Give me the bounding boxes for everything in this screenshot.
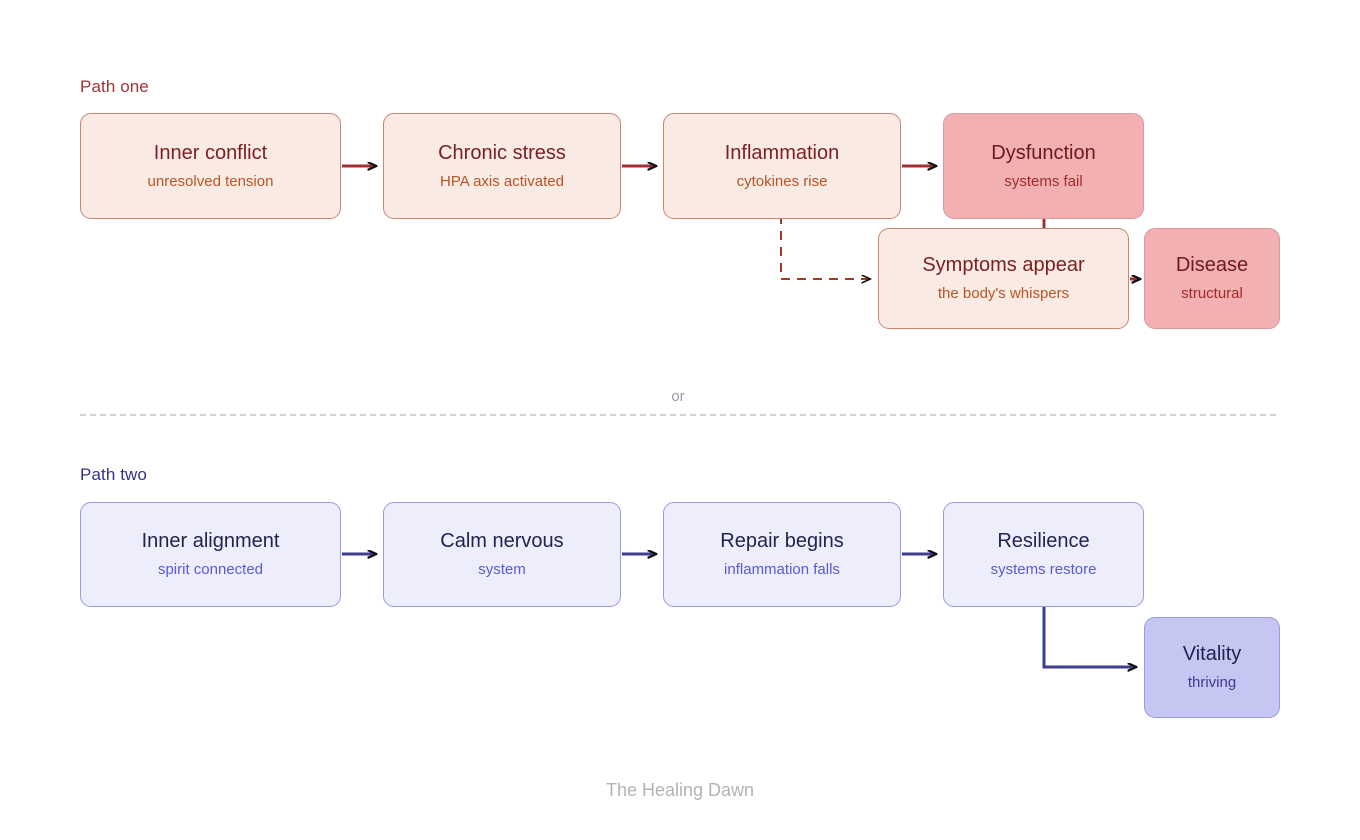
node-subtitle: HPA axis activated [440, 172, 564, 190]
node-subtitle: spirit connected [157, 561, 264, 578]
divider-line [80, 414, 1276, 416]
node-symptoms-appear[interactable]: Symptoms appear the body's whispers [878, 228, 1129, 329]
or-divider: or [80, 388, 1276, 416]
node-title: Dysfunction [991, 141, 1096, 164]
node-inner-conflict[interactable]: Inner conflict unresolved tension [80, 113, 341, 219]
node-subtitle: unresolved tension [147, 172, 274, 190]
node-title: Disease [1175, 254, 1249, 276]
node-subtitle: inflammation falls [724, 561, 840, 578]
node-repair-begins[interactable]: Repair begins inflammation falls [663, 502, 901, 607]
node-title: Symptoms appear [922, 254, 1085, 276]
path-two-label: Path two [80, 465, 147, 484]
node-dysfunction[interactable]: Dysfunction systems fail [943, 113, 1144, 219]
node-title: Resilience [997, 530, 1090, 552]
node-subtitle: systems restore [990, 561, 1097, 578]
node-inner-alignment[interactable]: Inner alignment spirit connected [80, 502, 341, 607]
node-subtitle: the body's whispers [937, 285, 1070, 302]
arrow-inflammation-to-symptoms-dashed [780, 215, 870, 279]
node-inflammation[interactable]: Inflammation cytokines rise [663, 113, 901, 219]
node-calm-nervous-system[interactable]: Calm nervous system [383, 502, 621, 607]
node-title: Inner conflict [153, 141, 268, 164]
node-title: Vitality [1182, 643, 1242, 665]
node-vitality[interactable]: Vitality thriving [1144, 617, 1280, 718]
node-subtitle: cytokines rise [736, 172, 828, 190]
node-subtitle: structural [1181, 285, 1243, 302]
node-title: Inflammation [724, 141, 840, 164]
arrow-resilience-to-vitality [1042, 603, 1136, 667]
node-title: Inner alignment [141, 530, 280, 552]
node-subtitle: systems fail [1004, 172, 1083, 190]
node-disease[interactable]: Disease structural [1144, 228, 1280, 329]
node-title: Repair begins [720, 530, 844, 552]
footer-caption: The Healing Dawn [605, 780, 755, 800]
node-chronic-stress[interactable]: Chronic stress HPA axis activated [383, 113, 621, 219]
path-one-label: Path one [80, 77, 149, 96]
node-subtitle: thriving [1187, 674, 1237, 691]
node-subtitle: system [478, 561, 526, 578]
or-label: or [671, 388, 685, 405]
node-title: Chronic stress [438, 141, 566, 164]
node-resilience[interactable]: Resilience systems restore [943, 502, 1144, 607]
node-title: Calm nervous [440, 530, 564, 552]
